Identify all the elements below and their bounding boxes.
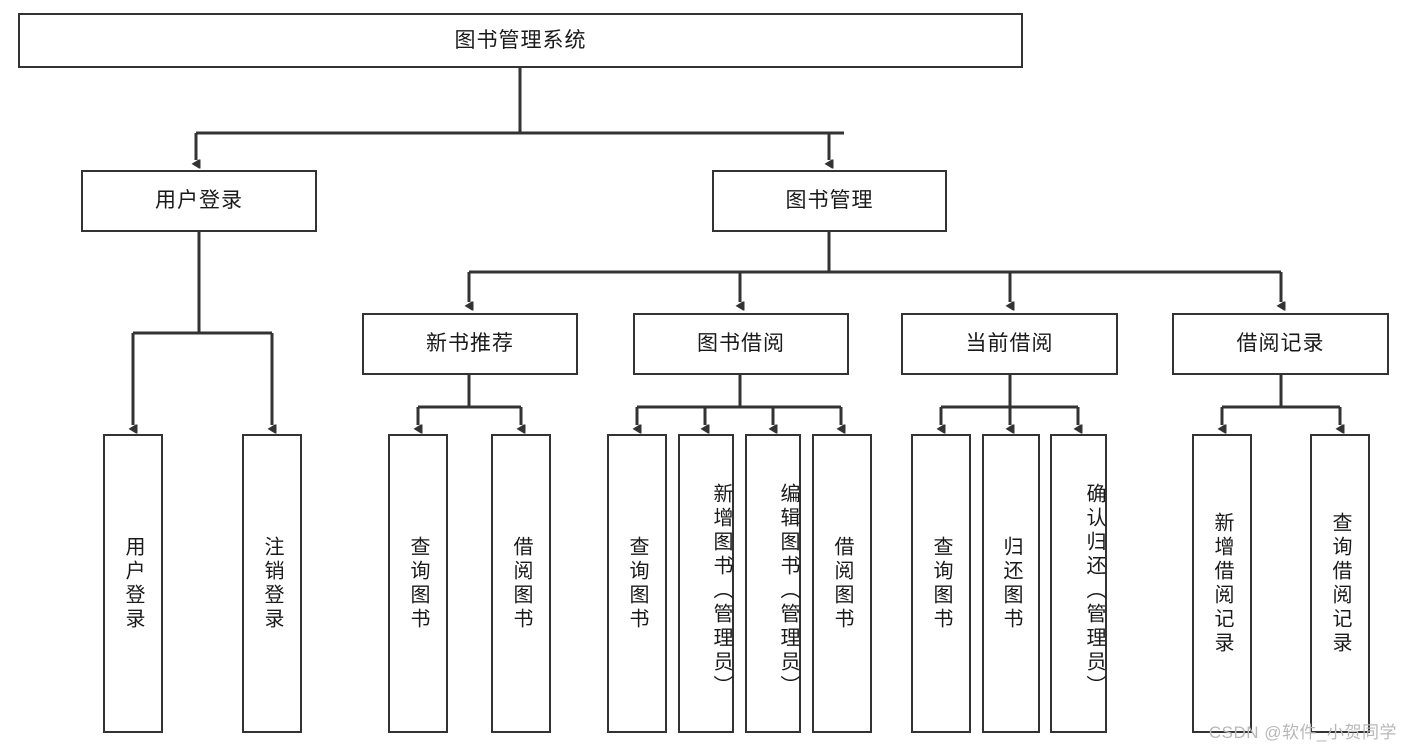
node-label: 新书推荐 <box>426 332 514 356</box>
node-label: 确认归还（管理员） <box>1083 482 1105 699</box>
node-label: 借阅图书 <box>831 535 853 632</box>
node-new-book-recommend[interactable]: 新书推荐 <box>362 313 578 375</box>
node-label: 用户登录 <box>155 189 243 213</box>
node-leaf-confirm-return-admin[interactable]: 确认归还（管理员） <box>1050 434 1107 733</box>
node-label: 图书管理 <box>785 189 874 213</box>
node-label: 新增借阅记录 <box>1211 511 1233 656</box>
node-leaf-add-borrow-record[interactable]: 新增借阅记录 <box>1192 434 1252 733</box>
node-label: 注销登录 <box>261 535 283 632</box>
node-label: 编辑图书（管理员） <box>777 482 799 699</box>
node-leaf-query-book-3[interactable]: 查询图书 <box>911 434 971 733</box>
node-current-borrow[interactable]: 当前借阅 <box>901 313 1118 375</box>
node-label: 查询图书 <box>930 535 952 632</box>
node-label: 查询图书 <box>407 535 429 632</box>
node-label: 借阅图书 <box>510 535 532 632</box>
node-label: 借阅记录 <box>1236 332 1325 356</box>
node-leaf-edit-book-admin[interactable]: 编辑图书（管理员） <box>745 434 801 733</box>
node-user-login[interactable]: 用户登录 <box>81 170 317 232</box>
node-book-borrow[interactable]: 图书借阅 <box>633 313 849 375</box>
node-leaf-borrow-book-2[interactable]: 借阅图书 <box>812 434 872 733</box>
node-leaf-query-borrow-record[interactable]: 查询借阅记录 <box>1310 434 1370 733</box>
node-label: 归还图书 <box>1000 535 1022 632</box>
node-leaf-logout-login[interactable]: 注销登录 <box>242 434 302 733</box>
node-borrow-record[interactable]: 借阅记录 <box>1172 313 1389 375</box>
node-root[interactable]: 图书管理系统 <box>18 13 1023 68</box>
node-label: 查询图书 <box>626 535 648 632</box>
node-leaf-add-book-admin[interactable]: 新增图书（管理员） <box>678 434 734 733</box>
node-label: 用户登录 <box>122 535 144 632</box>
node-label: 新增图书（管理员） <box>710 482 732 699</box>
node-label: 当前借阅 <box>965 332 1054 356</box>
node-leaf-user-login[interactable]: 用户登录 <box>103 434 163 733</box>
watermark-text: CSDN @软件_小贺同学 <box>1208 723 1397 742</box>
node-leaf-return-book[interactable]: 归还图书 <box>982 434 1040 733</box>
node-book-manage[interactable]: 图书管理 <box>712 170 947 232</box>
node-leaf-borrow-book-1[interactable]: 借阅图书 <box>491 434 551 733</box>
node-label: 图书借阅 <box>697 332 785 356</box>
node-label: 图书管理系统 <box>454 28 587 52</box>
node-leaf-query-book-2[interactable]: 查询图书 <box>607 434 667 733</box>
node-leaf-query-book-1[interactable]: 查询图书 <box>388 434 448 733</box>
node-label: 查询借阅记录 <box>1329 511 1351 656</box>
